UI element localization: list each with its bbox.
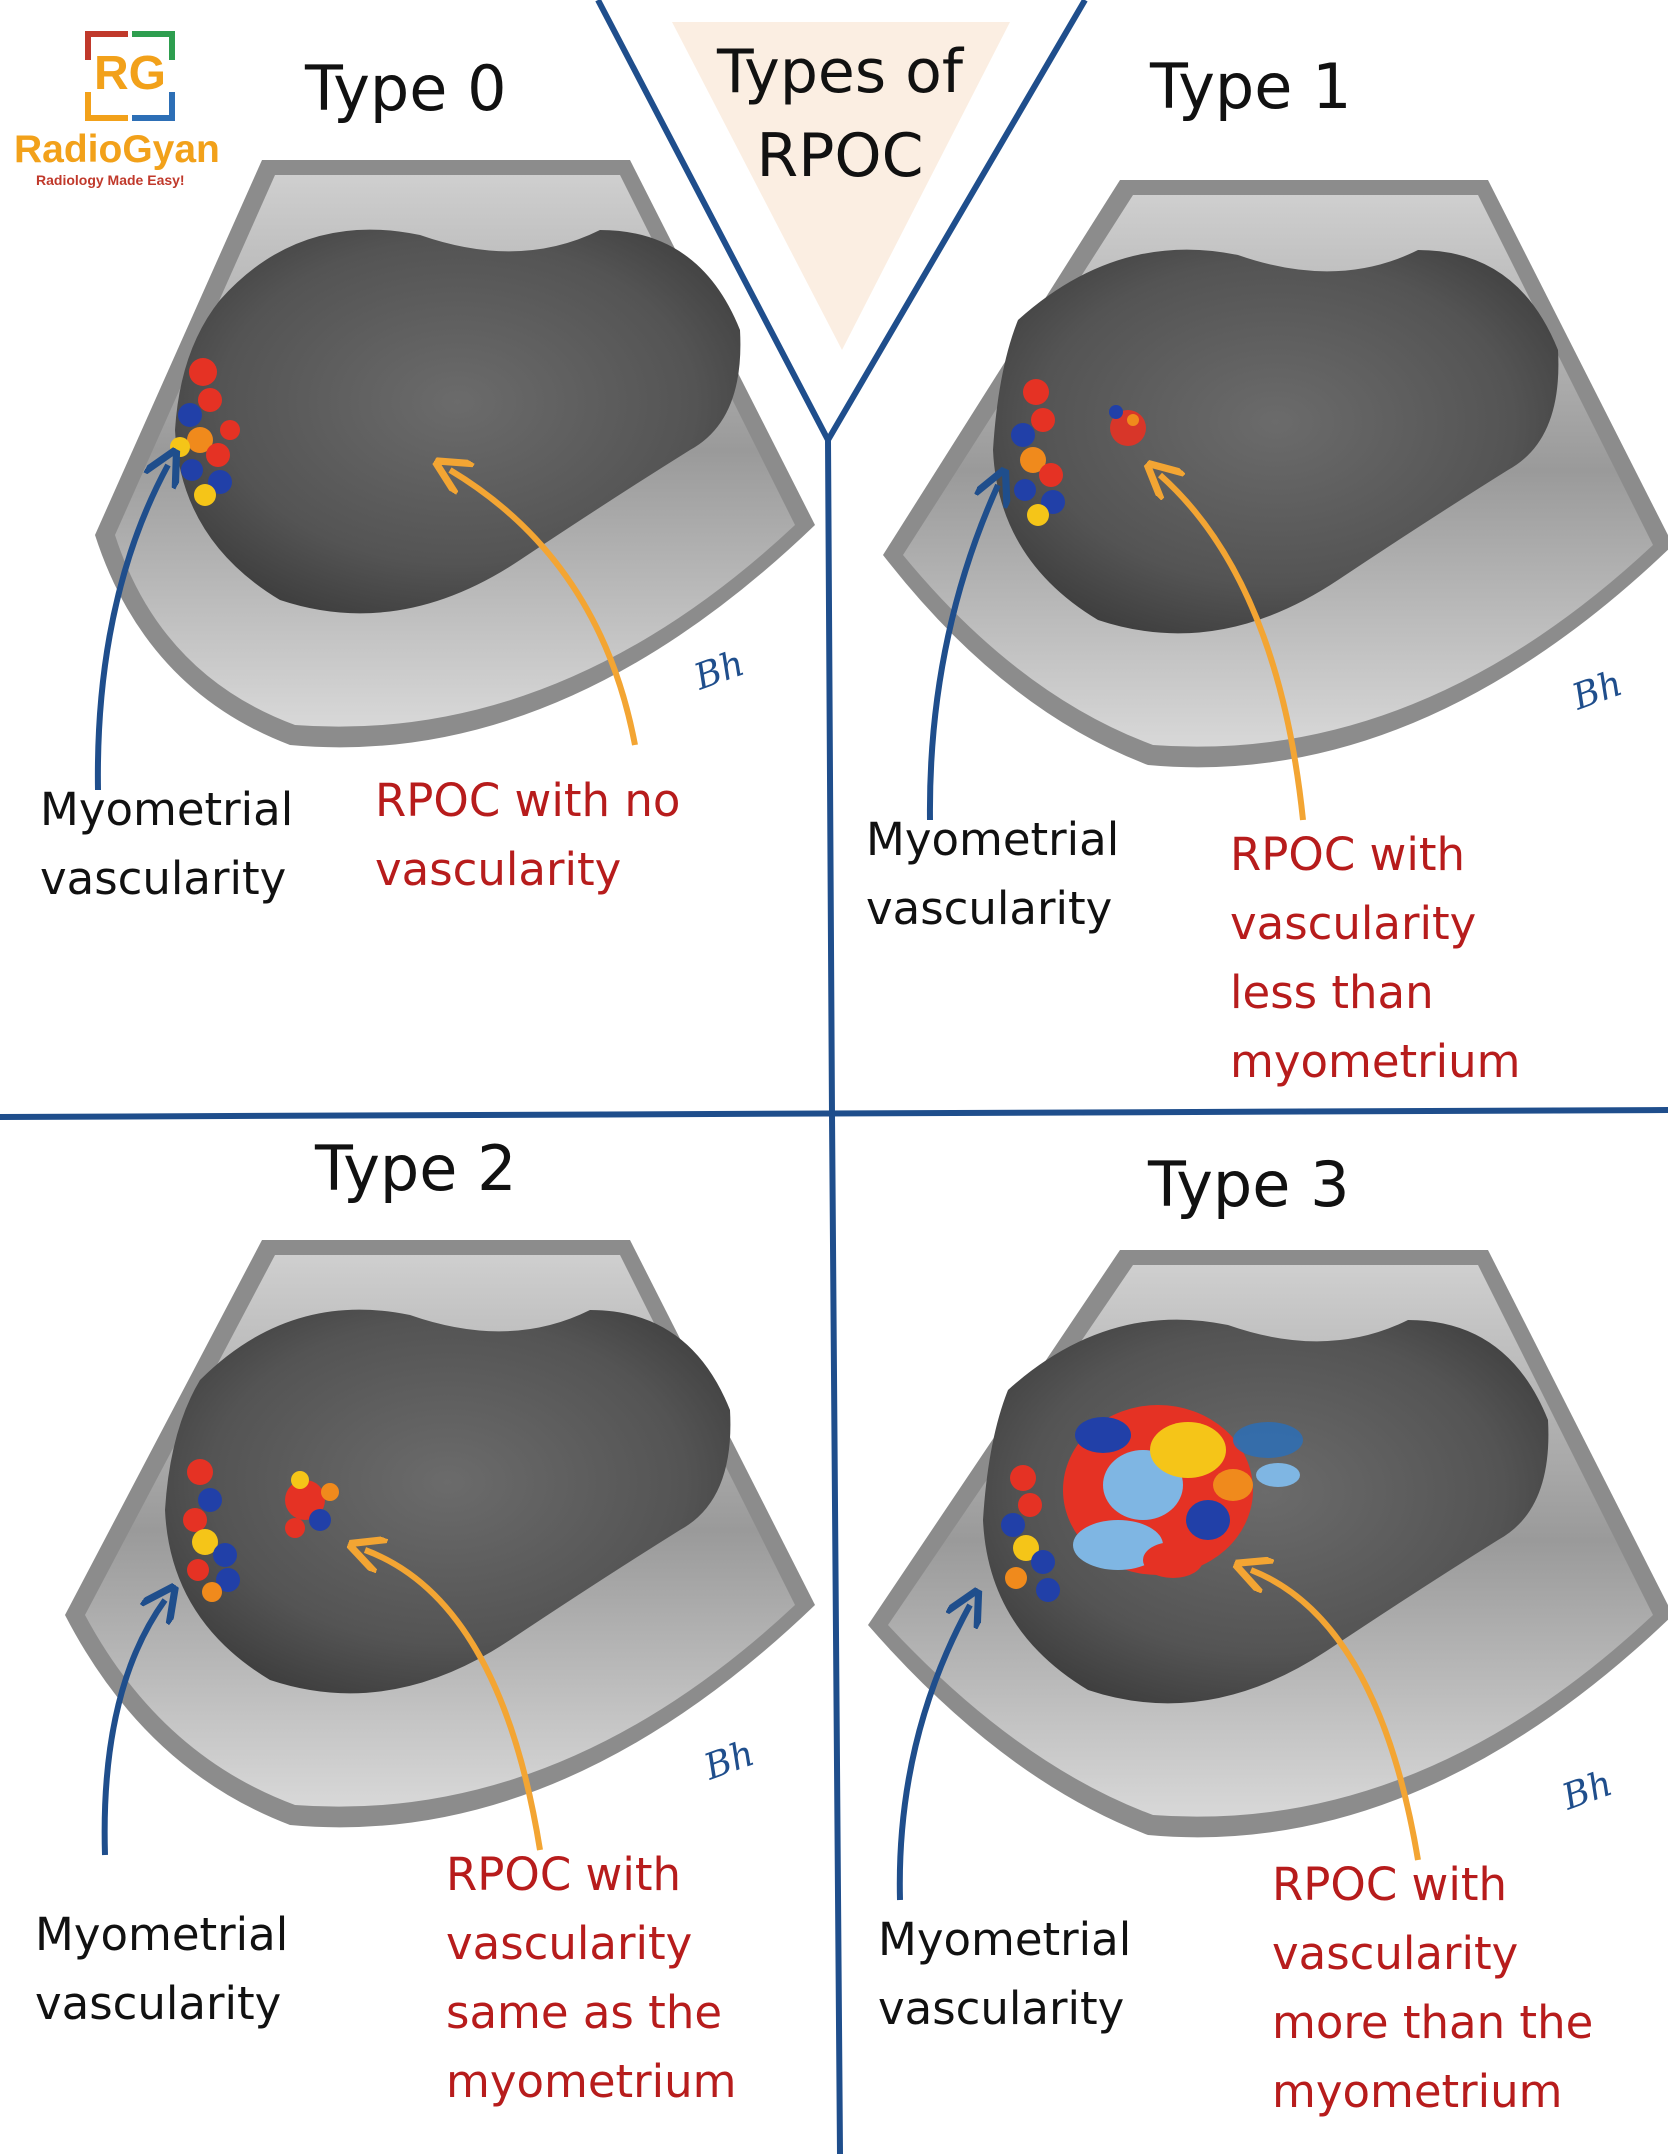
label-line: RPOC with	[1230, 828, 1466, 881]
label-line: vascularity	[35, 1977, 282, 2030]
label-line: RPOC with	[1272, 1858, 1508, 1911]
label-line: vascularity	[866, 882, 1113, 935]
orange-arrow	[1160, 475, 1306, 821]
brand-tagline: Radiology Made Easy!	[36, 172, 185, 188]
label-line: Myometrial	[35, 1908, 289, 1961]
blue-arrow	[896, 1605, 970, 1901]
diagram-title: Types of RPOC	[690, 30, 990, 198]
type-3-rpoc-label: RPOC with vascularity more than the myom…	[1272, 1850, 1593, 2126]
rpoc-doppler-flow	[1063, 1405, 1303, 1578]
blue-arrow	[926, 485, 998, 821]
us-image-type-0: Bh	[94, 160, 815, 791]
us-image-type-3: Bh	[868, 1250, 1668, 1901]
us-image-type-2: Bh	[65, 1240, 815, 1856]
label-line: Myometrial	[866, 813, 1120, 866]
orange-arrow	[1251, 1570, 1421, 1861]
type-3-myometrial-label: Myometrial vascularity	[878, 1905, 1131, 2043]
label-line: vascularity	[375, 843, 622, 896]
rg-frame-icon	[85, 31, 175, 121]
label-line: vascularity	[878, 1982, 1125, 2035]
brand-name: RadioGyan	[14, 128, 220, 171]
type-0-rpoc-label: RPOC with no vascularity	[375, 766, 680, 904]
label-line: RPOC with	[446, 1848, 682, 1901]
type-0-myometrial-label: Myometrial vascularity	[40, 775, 293, 913]
type-1-rpoc-label: RPOC with vascularity less than myometri…	[1230, 820, 1521, 1096]
diagram-title-line1: Types of	[717, 37, 963, 107]
label-line: less than	[1230, 966, 1434, 1019]
blue-arrow	[101, 1600, 165, 1856]
label-line: vascularity	[1230, 897, 1477, 950]
artist-signature: Bh	[698, 1733, 760, 1789]
label-line: vascularity	[446, 1917, 693, 1970]
artist-signature: Bh	[1556, 1763, 1618, 1819]
label-line: same as the	[446, 1986, 723, 2039]
type-2-rpoc-label: RPOC with vascularity same as the myomet…	[446, 1840, 737, 2116]
us-cavity	[993, 249, 1559, 634]
myometrial-doppler-flow	[1001, 1465, 1060, 1602]
us-cavity	[175, 229, 741, 614]
rpoc-doppler-flow	[1109, 405, 1146, 446]
artist-signature: Bh	[688, 643, 750, 699]
orange-arrow	[450, 470, 638, 746]
artist-signature: Bh	[1566, 663, 1628, 719]
blue-arrow	[94, 465, 168, 791]
us-cavity	[165, 1309, 731, 1694]
label-line: RPOC with no	[375, 774, 681, 827]
label-line: myometrium	[1230, 1035, 1521, 1088]
rg-logo-mark: RG	[84, 30, 176, 122]
rg-logo-letters: RG	[94, 47, 166, 100]
orange-arrow	[365, 1550, 543, 1851]
label-line: vascularity	[1272, 1927, 1519, 1980]
myometrial-doppler-flow	[183, 1459, 240, 1602]
myometrial-doppler-flow	[170, 358, 240, 506]
title-triangle	[672, 22, 1010, 350]
radiogyan-logo: RG RadioGyan Radiology Made Easy!	[14, 30, 229, 188]
type-2-title: Type 2	[315, 1132, 517, 1205]
center-divider-left	[595, 0, 831, 442]
label-line: vascularity	[40, 852, 287, 905]
label-line: myometrium	[1272, 2065, 1563, 2118]
label-line: myometrium	[446, 2055, 737, 2108]
label-line: Myometrial	[40, 783, 294, 836]
type-0-title: Type 0	[305, 52, 507, 125]
center-divider-right	[825, 0, 1088, 442]
type-2-myometrial-label: Myometrial vascularity	[35, 1900, 288, 2038]
myometrial-doppler-flow	[1011, 379, 1065, 526]
vertical-divider	[825, 439, 843, 2154]
label-line: Myometrial	[878, 1913, 1132, 1966]
horizontal-divider	[0, 1107, 1668, 1120]
type-1-title: Type 1	[1150, 50, 1352, 123]
diagram-title-line2: RPOC	[756, 121, 924, 191]
type-1-myometrial-label: Myometrial vascularity	[866, 805, 1119, 943]
label-line: more than the	[1272, 1996, 1594, 2049]
rpoc-doppler-flow	[285, 1471, 339, 1538]
type-3-title: Type 3	[1148, 1148, 1350, 1221]
us-image-type-1: Bh	[883, 180, 1668, 821]
